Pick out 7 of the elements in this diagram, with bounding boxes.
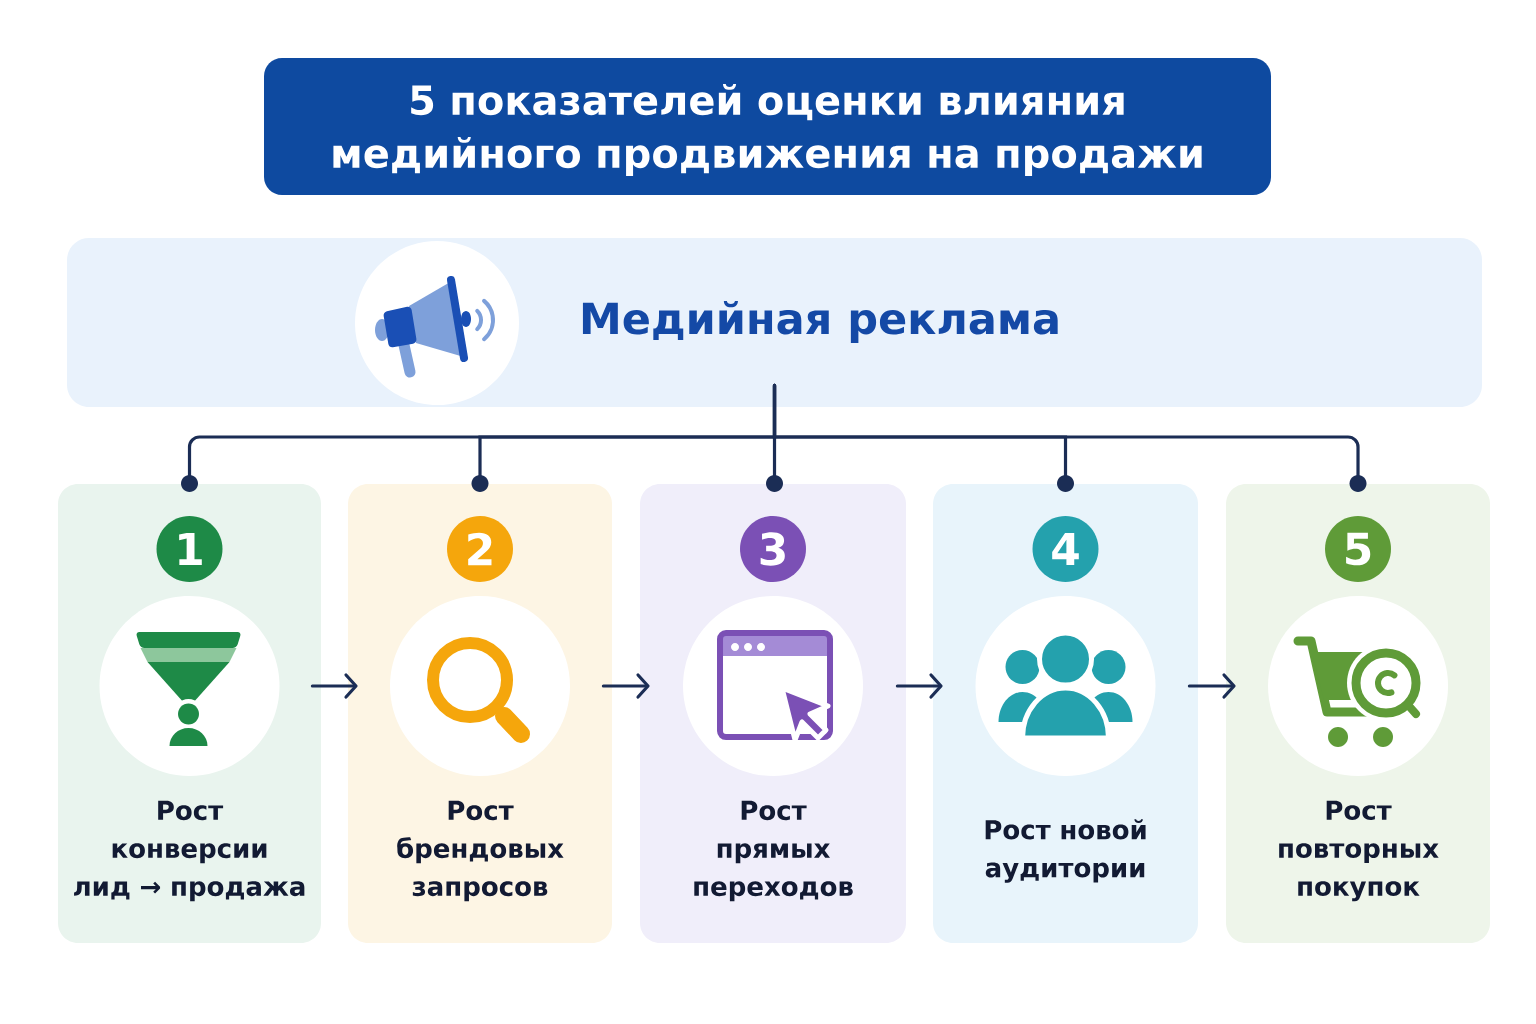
number-badge: 5: [1325, 516, 1391, 582]
number-badge: 4: [1032, 516, 1099, 582]
banner-band: Медийная реклама: [67, 238, 1482, 407]
title-banner: 5 показателей оценки влияния медийного продвижения на продажи: [264, 58, 1271, 195]
number-badge: 2: [447, 516, 513, 582]
number-badge: 3: [740, 516, 806, 582]
number-badge: 1: [156, 516, 223, 582]
